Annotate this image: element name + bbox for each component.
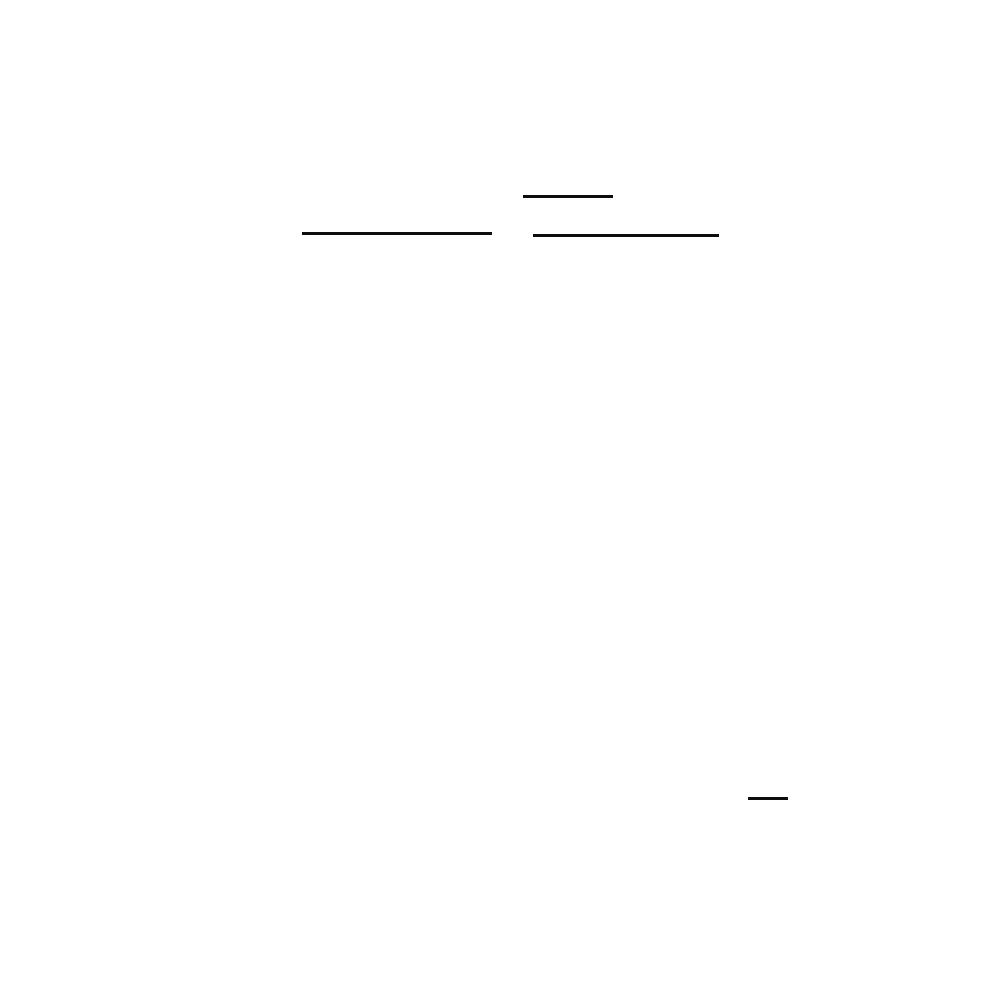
- pointer-line-from-load-right: [533, 234, 719, 237]
- pointer-line-to-dc: [523, 195, 613, 198]
- pointer-line-from-dc: [748, 797, 788, 800]
- pointer-line-from-load-left: [302, 232, 492, 235]
